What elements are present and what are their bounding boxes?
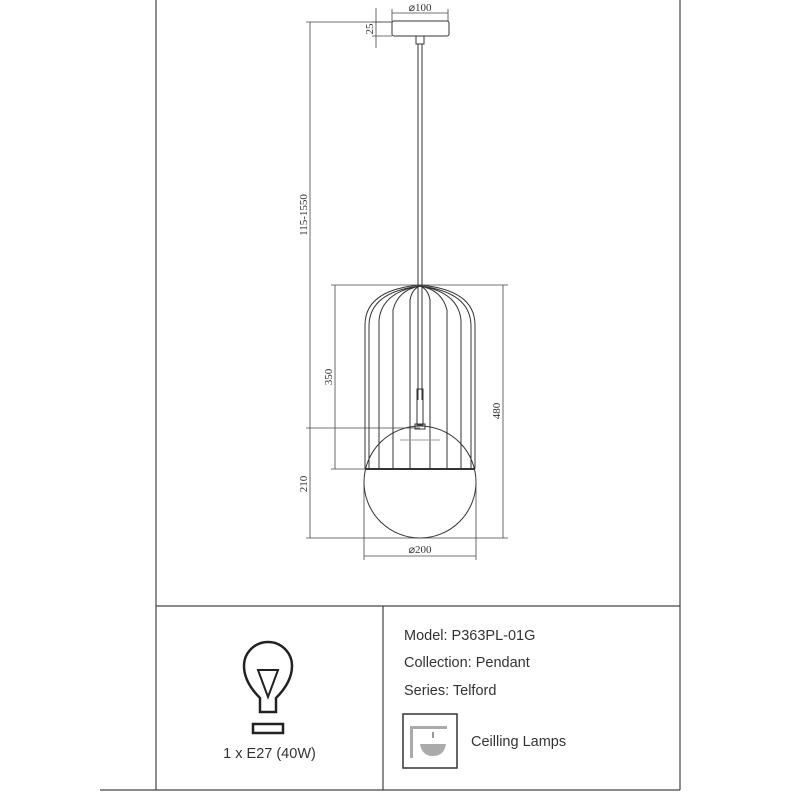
- dimension-lines: [306, 8, 508, 560]
- spec-series: Series: Telford: [404, 683, 497, 699]
- dim-cage-height: 350: [323, 368, 335, 385]
- spec-collection: Collection: Pendant: [404, 655, 530, 671]
- dim-total-height: 480: [491, 402, 503, 419]
- dim-canopy-diameter: ⌀100: [408, 2, 432, 14]
- dim-sphere-height: 210: [298, 475, 310, 492]
- bulb-spec: 1 x E27 (40W): [223, 746, 316, 762]
- ceiling-lamp-icon: [402, 713, 458, 769]
- dimension-labels: ⌀100 25 115-1550 350 210 480 ⌀200: [298, 2, 503, 556]
- dim-suspension: 115-1550: [298, 194, 310, 236]
- lamp-drawing: [363, 20, 477, 539]
- dim-canopy-height: 25: [364, 23, 376, 35]
- light-bulb-icon: [242, 640, 294, 735]
- frame-lines: [100, 0, 681, 791]
- dim-shade-diameter: ⌀200: [408, 544, 432, 556]
- spec-category: Ceilling Lamps: [471, 734, 567, 750]
- spec-model: Model: P363PL-01G: [404, 628, 536, 644]
